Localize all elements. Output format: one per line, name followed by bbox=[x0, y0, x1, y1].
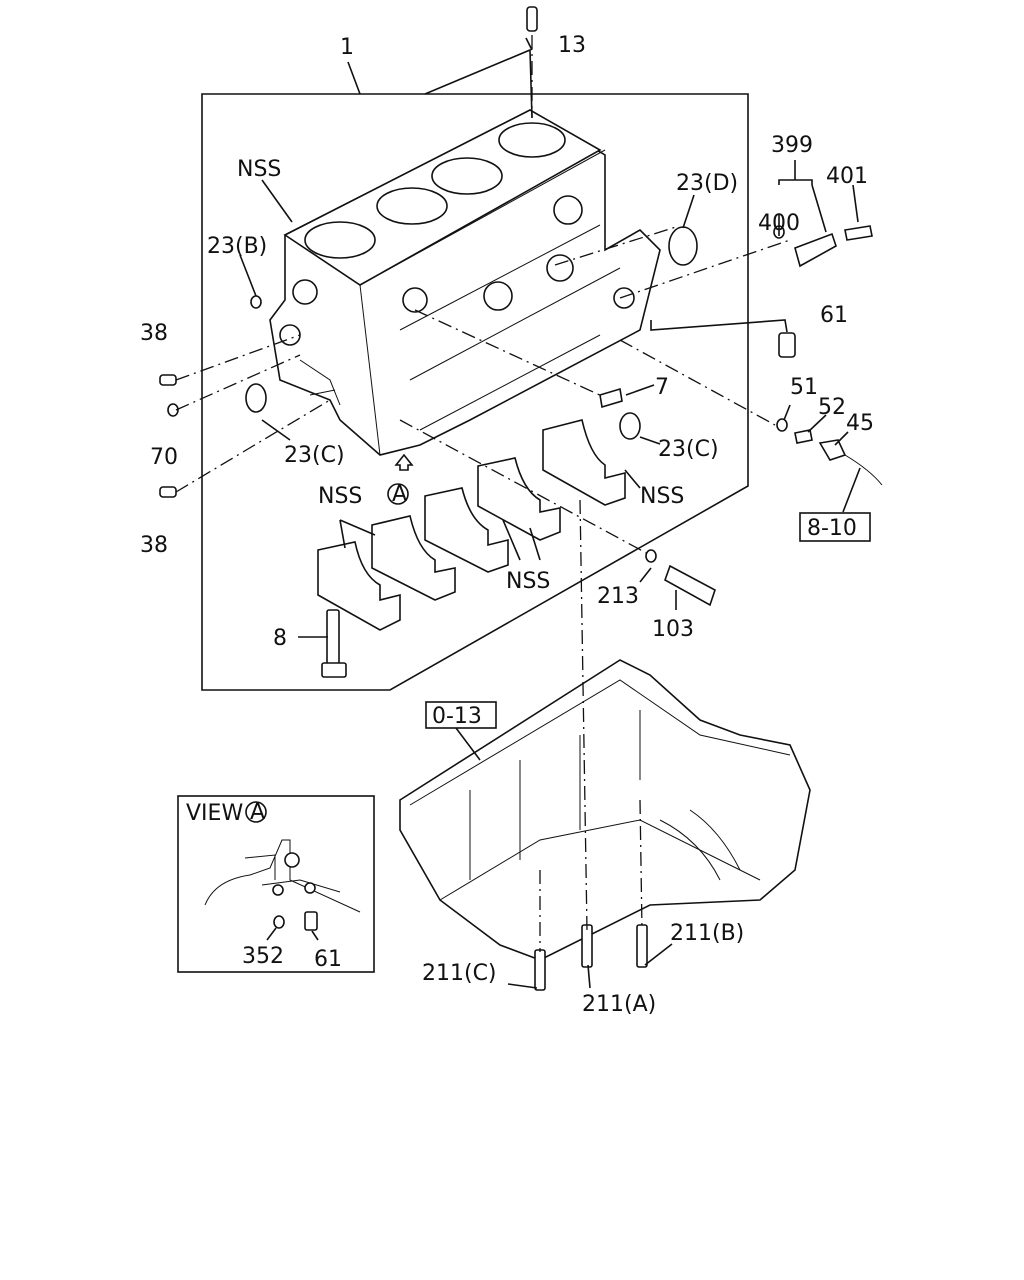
label-213: 213 bbox=[597, 584, 639, 609]
label-nss-caps-left: NSS bbox=[318, 484, 362, 509]
ref-box-0-13 bbox=[425, 701, 497, 729]
label-23d: 23(D) bbox=[676, 171, 738, 196]
assembly-frame bbox=[201, 93, 749, 691]
label-ref-8-10: 8-10 bbox=[807, 516, 857, 541]
label-nss-caps-bottom: NSS bbox=[506, 569, 550, 594]
label-52: 52 bbox=[818, 395, 846, 420]
label-70: 70 bbox=[150, 445, 178, 470]
label-211a: 211(A) bbox=[582, 992, 656, 1017]
label-13: 13 bbox=[558, 33, 586, 58]
label-nss-caps-right: NSS bbox=[640, 484, 684, 509]
label-61-top: 61 bbox=[820, 303, 848, 328]
view-title-marker-circle bbox=[245, 801, 267, 823]
label-401: 401 bbox=[826, 164, 868, 189]
label-1: 1 bbox=[340, 35, 354, 60]
oil-pan-drawing bbox=[399, 659, 811, 961]
label-7: 7 bbox=[655, 375, 669, 400]
label-400: 400 bbox=[758, 211, 800, 236]
label-211c: 211(C) bbox=[422, 961, 497, 986]
label-352: 352 bbox=[242, 944, 284, 969]
label-view-title-marker: A bbox=[250, 800, 265, 825]
ref-box-8-10 bbox=[799, 512, 871, 542]
label-23c-right: 23(C) bbox=[658, 437, 719, 462]
label-51: 51 bbox=[790, 375, 818, 400]
label-23b: 23(B) bbox=[207, 234, 267, 259]
view-a-inset bbox=[177, 795, 375, 973]
label-8: 8 bbox=[273, 626, 287, 651]
center-lines bbox=[175, 35, 791, 952]
leader-lines bbox=[239, 37, 861, 989]
view-marker-circle bbox=[387, 483, 409, 505]
label-view-marker: A bbox=[392, 482, 407, 507]
label-103: 103 bbox=[652, 617, 694, 642]
label-38-bottom: 38 bbox=[140, 533, 168, 558]
label-38-top: 38 bbox=[140, 321, 168, 346]
label-399: 399 bbox=[771, 133, 813, 158]
label-23c-left: 23(C) bbox=[284, 443, 345, 468]
bearing-caps-drawing bbox=[317, 419, 626, 631]
cylinder-block-drawing bbox=[269, 109, 661, 456]
label-211b: 211(B) bbox=[670, 921, 744, 946]
small-parts-drawing bbox=[159, 6, 883, 991]
label-61-view: 61 bbox=[314, 947, 342, 972]
label-nss-block: NSS bbox=[237, 157, 281, 182]
label-45: 45 bbox=[846, 411, 874, 436]
label-view-title: VIEW bbox=[186, 801, 243, 826]
label-ref-0-13: 0-13 bbox=[432, 704, 482, 729]
